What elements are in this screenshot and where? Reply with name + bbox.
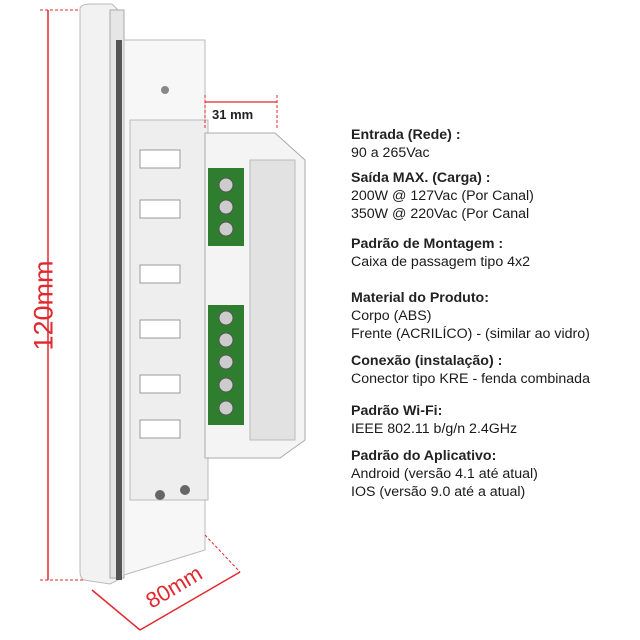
spec-output: Saída MAX. (Carga) : 200W @ 127Vac (Por … [351,170,534,222]
spec-wifi: Padrão Wi-Fi: IEEE 802.11 b/g/n 2.4GHz [351,403,518,437]
spec-app: Padrão do Aplicativo: Android (versão 4.… [351,448,538,500]
mount-clips [139,149,181,439]
width-dimension-line [91,534,241,631]
body-back [129,119,209,501]
plate-dark-rim [116,40,122,580]
spec-input: Entrada (Rede) : 90 a 265Vac [351,127,461,161]
height-label: 120mm [28,260,59,351]
terminal-screws [218,177,234,416]
spec-material: Material do Produto: Corpo (ABS) Frente … [351,290,590,342]
spec-mounting: Padrão de Montagem : Caixa de passagem t… [351,236,531,270]
depth-label: 31 mm [212,107,254,122]
depth-dimension-line [204,95,278,130]
spec-connection: Conexão (instalação) : Conector tipo KRE… [351,353,590,387]
